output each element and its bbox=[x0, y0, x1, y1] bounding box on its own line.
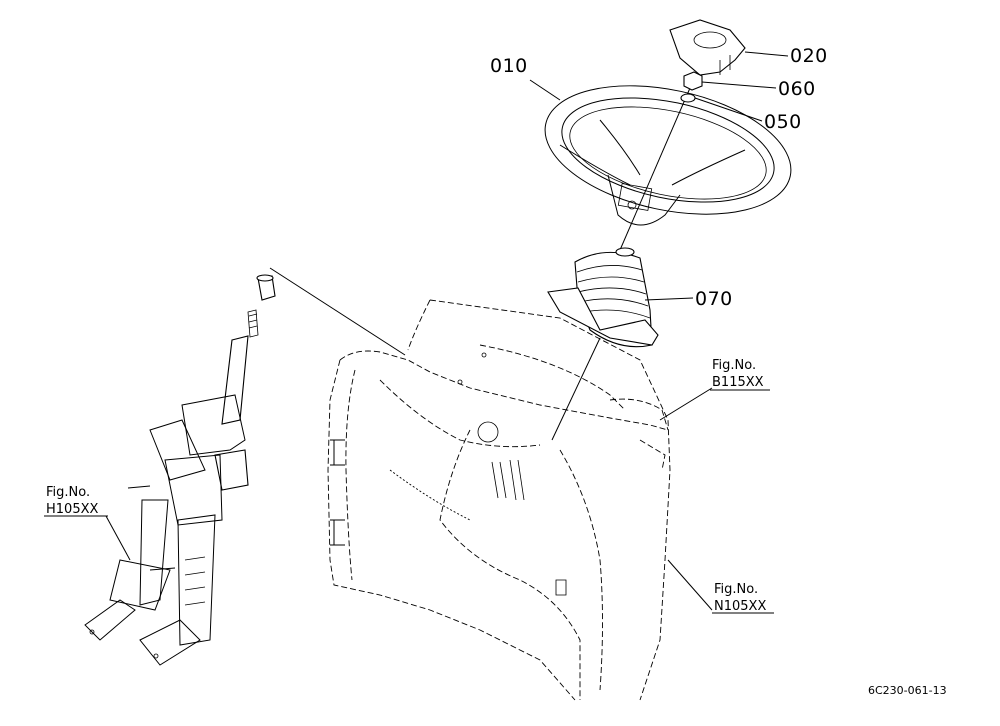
drawing-code: 6C230-061-13 bbox=[868, 684, 947, 697]
fig-ref-h105-code: H105XX bbox=[46, 502, 98, 517]
fig-ref-n105: Fig.No. N105XX bbox=[712, 582, 774, 614]
fig-ref-n105-prefix: Fig.No. bbox=[714, 582, 758, 597]
fig-ref-b115-code: B115XX bbox=[712, 375, 764, 390]
bellows-cover-070 bbox=[547, 247, 659, 348]
nut-060 bbox=[683, 71, 703, 91]
fig-ref-h105-prefix: Fig.No. bbox=[46, 485, 90, 500]
steering-cap-020 bbox=[669, 19, 746, 76]
dashboard-panel bbox=[327, 299, 671, 701]
callout-050: 050 bbox=[764, 111, 802, 133]
washer-050 bbox=[680, 93, 696, 103]
fig-ref-n105-code: N105XX bbox=[714, 599, 766, 614]
fig-ref-b115-prefix: Fig.No. bbox=[712, 358, 756, 373]
fig-ref-b115: Fig.No. B115XX bbox=[710, 358, 770, 391]
steering-wheel bbox=[544, 85, 792, 226]
fig-ref-h105: Fig.No. H105XX bbox=[44, 485, 108, 517]
callout-060: 060 bbox=[778, 78, 816, 100]
callout-leaders bbox=[529, 51, 789, 301]
callout-020: 020 bbox=[790, 45, 828, 67]
callout-010: 010 bbox=[490, 55, 528, 77]
callout-070: 070 bbox=[695, 288, 733, 310]
steering-column bbox=[84, 274, 276, 666]
leader-lines bbox=[105, 87, 713, 611]
